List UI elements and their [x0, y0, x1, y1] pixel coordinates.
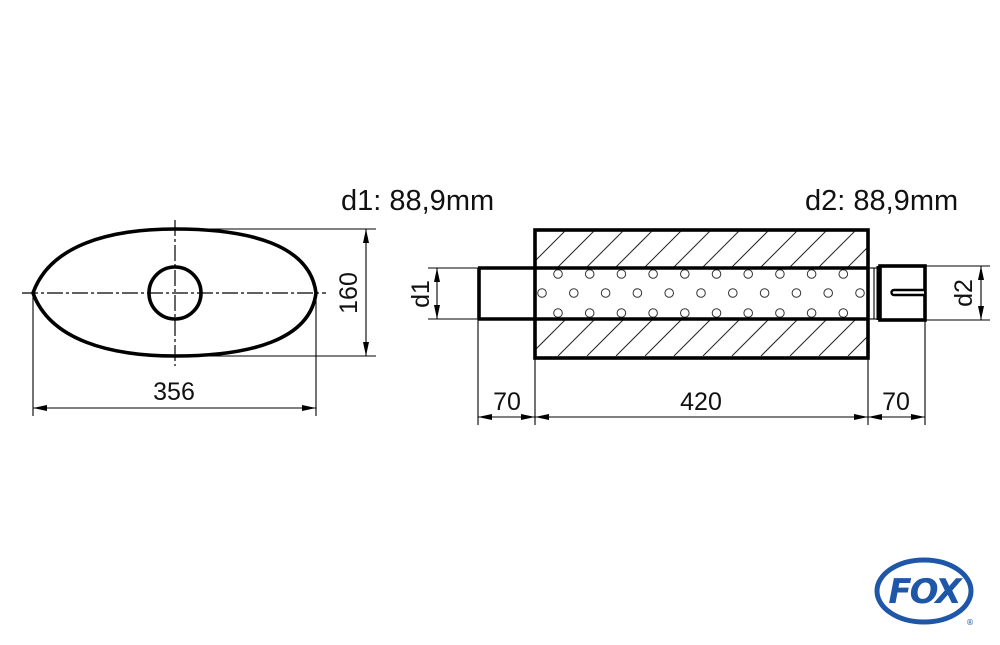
hatch-line [536, 320, 537, 321]
hatch-line [789, 231, 827, 267]
hatch-line [789, 320, 827, 356]
hatch-line [536, 320, 566, 350]
hatch-line [847, 336, 867, 356]
perforation-hole [584, 269, 595, 279]
perforation-hole [743, 308, 754, 318]
hatch-line [818, 320, 856, 356]
perforation-hole [775, 308, 785, 318]
perforation-hole [584, 308, 595, 318]
perforation-hole [632, 288, 643, 298]
inlet-length-label: 70 [493, 388, 521, 416]
fox-logo: FOX ® [874, 557, 974, 627]
hatch-line [760, 320, 798, 356]
perforation-hole [616, 308, 627, 318]
perforation-hole [855, 288, 865, 298]
perforation-hole [569, 288, 579, 298]
perforation-hole [648, 308, 658, 318]
perforation-hole [806, 269, 817, 279]
perforation-hole [838, 308, 849, 318]
insulation-hatch-top [536, 231, 942, 267]
perforation-hole [728, 288, 738, 298]
inlet-diameter-label: d1: 88,9mm [341, 185, 494, 217]
hatch-line [644, 320, 682, 356]
outlet-length-label: 70 [882, 388, 910, 416]
perforation-hole [616, 269, 627, 279]
hatch-line [615, 231, 653, 267]
perforation-hole [791, 288, 802, 298]
hatch-line [818, 231, 856, 267]
pipe-opening-circle [147, 265, 203, 321]
perforation-hole [680, 269, 690, 279]
perforation-hole [775, 269, 785, 279]
d1-dimension-label: d1 [407, 280, 435, 308]
width-dimension-label: 356 [153, 378, 195, 406]
perforation-hole [743, 269, 754, 279]
perforation-hole [838, 269, 849, 279]
perforation-hole [553, 269, 563, 279]
hatch-line [536, 231, 566, 261]
hatch-line [673, 320, 711, 356]
perforation-hole [553, 308, 563, 318]
perforation-hole [664, 288, 675, 298]
height-dimension-label: 160 [335, 272, 363, 314]
hatch-line [536, 231, 537, 232]
hatch-line [586, 231, 624, 267]
perforation-hole [680, 308, 690, 318]
logo-ring [874, 557, 974, 625]
hatch-line [760, 231, 798, 267]
hatch-line [557, 231, 595, 267]
side-view: d1: 88,9mm d2: 88,9mm d1 [341, 185, 990, 425]
hatch-line [702, 231, 740, 267]
hatch-line [731, 231, 769, 267]
outlet-slot [890, 288, 924, 297]
body-length-label: 420 [680, 388, 722, 416]
hatch-line [877, 320, 913, 356]
hatch-line [702, 320, 740, 356]
perforation-hole [648, 269, 658, 279]
perforation-hole [711, 308, 722, 318]
hatch-line [557, 320, 595, 356]
registered-mark: ® [966, 618, 974, 627]
hatch-line [847, 247, 867, 267]
hatch-line [877, 231, 913, 267]
hatch-line [673, 231, 711, 267]
hatch-line [906, 320, 942, 356]
d2-dimension-label: d2 [950, 279, 978, 307]
perforation-hole [711, 269, 722, 279]
perforation-hole [600, 288, 611, 298]
oval-outline [31, 227, 318, 358]
perforated-tube-holes [537, 269, 865, 318]
perforation-hole [537, 288, 547, 298]
hatch-line [906, 231, 942, 267]
muffler-body [533, 228, 870, 360]
hatch-line [615, 320, 653, 356]
perforation-hole [823, 288, 834, 298]
insulation-hatch-bottom [536, 320, 942, 356]
perforation-hole [806, 308, 817, 318]
hatch-line [644, 231, 682, 267]
end-view: 160 356 [22, 220, 376, 416]
hatch-line [731, 320, 769, 356]
logo-text: FOX [888, 572, 963, 612]
outlet-diameter-label: d2: 88,9mm [805, 185, 958, 217]
perforation-hole [759, 288, 770, 298]
hatch-line [586, 320, 624, 356]
perforation-hole [696, 288, 706, 298]
